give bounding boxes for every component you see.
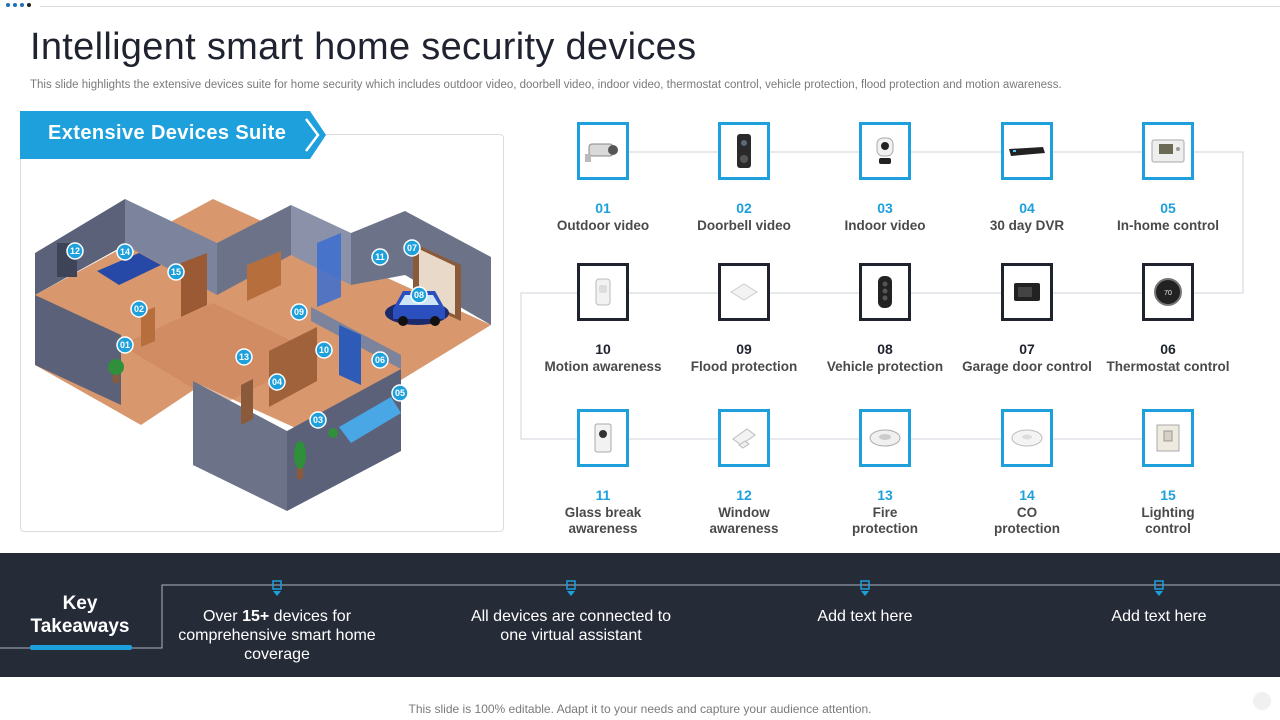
indoor-camera-icon bbox=[859, 122, 911, 180]
house-marker-label: 08 bbox=[414, 290, 424, 300]
takeaway-1: Over 15+ devices for comprehensive smart… bbox=[178, 608, 376, 663]
house-illustration: 01 02 03 04 05 06 07 08 09 10 11 12 13 14 15 bbox=[35, 199, 491, 511]
house-marker-label: 13 bbox=[239, 352, 249, 362]
top-dots-decoration bbox=[6, 3, 31, 7]
device-number: 05 bbox=[1160, 200, 1176, 216]
motion-sensor-icon bbox=[577, 263, 629, 321]
house-marker-label: 11 bbox=[375, 252, 385, 262]
device-number: 11 bbox=[595, 487, 611, 503]
house-marker-label: 09 bbox=[294, 307, 304, 317]
house-marker bbox=[391, 384, 409, 402]
takeaway-3: Add text here bbox=[817, 608, 913, 625]
house-marker bbox=[290, 303, 308, 321]
house-marker bbox=[116, 243, 134, 261]
house-marker bbox=[167, 263, 185, 281]
house-marker bbox=[309, 411, 327, 429]
device-label: Flood protection bbox=[690, 359, 798, 374]
house-marker-label: 14 bbox=[120, 247, 130, 257]
page-title: Intelligent smart home security devices bbox=[30, 26, 697, 68]
house-marker-label: 04 bbox=[272, 377, 282, 387]
takeaway-4: Add text here bbox=[1111, 608, 1207, 625]
corner-dot bbox=[1253, 692, 1271, 710]
house-marker-label: 02 bbox=[134, 304, 144, 314]
dvr-icon bbox=[1001, 122, 1053, 180]
device-number: 14 bbox=[1019, 487, 1035, 503]
device-label: Glass break awareness bbox=[564, 505, 642, 536]
device-label: Fire protection bbox=[852, 505, 918, 536]
house-marker-label: 07 bbox=[407, 243, 417, 253]
page-subtitle: This slide highlights the extensive devi… bbox=[30, 79, 1062, 91]
suite-ribbon bbox=[20, 111, 326, 159]
device-number: 03 bbox=[877, 200, 893, 216]
house-marker bbox=[268, 373, 286, 391]
house-marker bbox=[315, 341, 333, 359]
house-marker-label: 05 bbox=[395, 388, 405, 398]
garage-controller-icon bbox=[1001, 263, 1053, 321]
suite-label: Extensive Devices Suite bbox=[48, 122, 287, 144]
footer-note: This slide is 100% editable. Adapt it to… bbox=[408, 702, 872, 716]
flood-sensor-icon bbox=[718, 263, 770, 321]
house-marker bbox=[403, 239, 421, 257]
light-switch-icon bbox=[1142, 409, 1194, 467]
device-number: 13 bbox=[877, 487, 893, 503]
smoke-detector-icon bbox=[859, 409, 911, 467]
device-label: Window awareness bbox=[709, 505, 779, 536]
house-marker-label: 01 bbox=[120, 340, 130, 350]
device-label: Vehicle protection bbox=[826, 359, 944, 374]
device-number: 10 bbox=[595, 341, 611, 357]
house-marker bbox=[235, 348, 253, 366]
house-marker bbox=[130, 300, 148, 318]
house-marker bbox=[66, 242, 84, 260]
device-label: Motion awareness bbox=[544, 359, 662, 374]
house-illustration-panel: 01 02 03 04 05 06 07 08 09 10 11 12 13 14 15 bbox=[20, 134, 504, 532]
house-marker bbox=[410, 286, 428, 304]
top-divider bbox=[40, 6, 1280, 7]
key-takeaways-title-line2: Takeaways bbox=[30, 616, 130, 637]
window-sensor-icon bbox=[718, 409, 770, 467]
key-takeaways-band bbox=[0, 553, 1280, 677]
key-fob-icon bbox=[859, 263, 911, 321]
device-number: 09 bbox=[736, 341, 752, 357]
house-marker bbox=[371, 248, 389, 266]
house-marker-label: 10 bbox=[319, 345, 329, 355]
control-panel-icon bbox=[1142, 122, 1194, 180]
key-takeaways-underline bbox=[30, 645, 132, 650]
house-marker-label: 15 bbox=[171, 267, 181, 277]
house-marker-label: 12 bbox=[70, 246, 80, 256]
device-label: Doorbell video bbox=[697, 218, 791, 233]
key-takeaways-title: Key Takeaways bbox=[14, 592, 146, 638]
device-number: 07 bbox=[1019, 341, 1035, 357]
device-label: Thermostat control bbox=[1106, 359, 1230, 374]
camera-icon bbox=[577, 122, 629, 180]
key-takeaways-title-line1: Key bbox=[62, 593, 98, 614]
doorbell-icon bbox=[718, 122, 770, 180]
device-number: 01 bbox=[595, 200, 611, 216]
house-marker bbox=[116, 336, 134, 354]
svg-text:70: 70 bbox=[1164, 290, 1172, 297]
house-marker-label: 03 bbox=[313, 415, 323, 425]
device-number: 12 bbox=[736, 487, 752, 503]
device-number: 15 bbox=[1160, 487, 1176, 503]
device-number: 02 bbox=[736, 200, 752, 216]
co-detector-icon bbox=[1001, 409, 1053, 467]
device-label: Outdoor video bbox=[556, 218, 650, 233]
device-number: 06 bbox=[1160, 341, 1176, 357]
takeaway-2: All devices are connected to one virtual… bbox=[470, 608, 672, 644]
device-number: 04 bbox=[1019, 200, 1035, 216]
device-number: 08 bbox=[877, 341, 893, 357]
house-marker bbox=[371, 351, 389, 369]
device-label: In-home control bbox=[1117, 218, 1219, 233]
thermostat-icon: 70 bbox=[1142, 263, 1194, 321]
device-label: Lighting control bbox=[1141, 505, 1195, 536]
glass-break-sensor-icon bbox=[577, 409, 629, 467]
device-label: CO protection bbox=[994, 505, 1060, 536]
device-label: 30 day DVR bbox=[989, 218, 1065, 233]
house-marker-label: 06 bbox=[375, 355, 385, 365]
device-label: Garage door control bbox=[962, 359, 1092, 374]
device-label: Indoor video bbox=[844, 218, 926, 233]
